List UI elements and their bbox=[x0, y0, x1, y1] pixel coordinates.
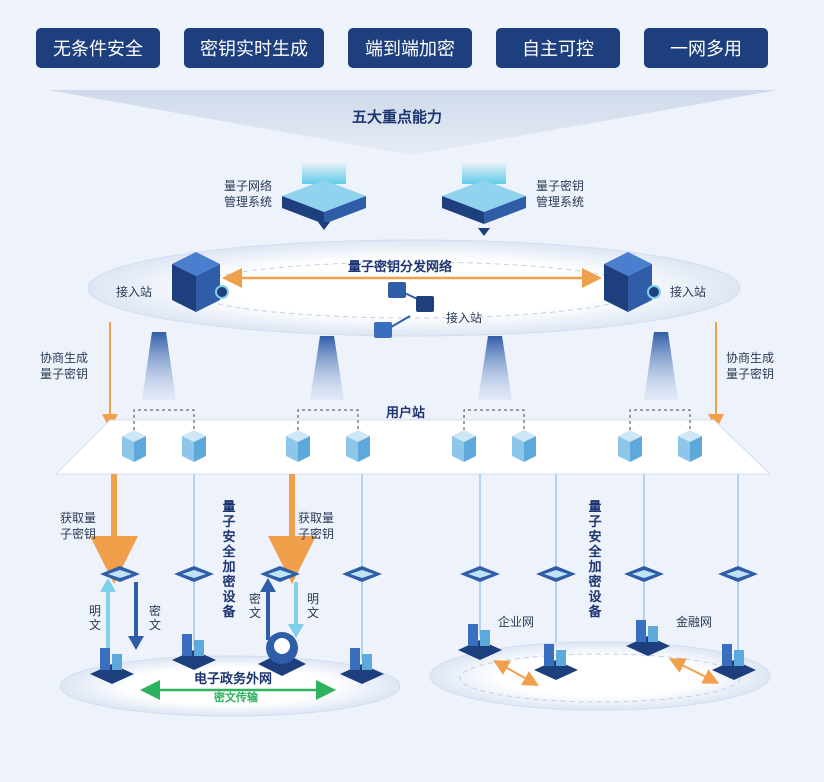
capability-realtime-key: 密钥实时生成 bbox=[184, 28, 324, 68]
user-station-platform bbox=[54, 419, 772, 475]
ciphertext-label-left: 密文 bbox=[148, 604, 161, 632]
network-mgmt-label: 量子网络 管理系统 bbox=[224, 179, 273, 209]
access-station-server-icon-right bbox=[604, 252, 661, 312]
gov-network-label: 电子政务外网 bbox=[194, 672, 273, 687]
building-icons bbox=[90, 620, 756, 684]
user-station-cubes bbox=[122, 430, 702, 462]
plaintext-label-mid: 明文 bbox=[306, 592, 319, 620]
access-station-node-cluster-icon bbox=[374, 282, 434, 338]
distribution-network-ellipse bbox=[87, 239, 741, 337]
plain-cipher-arrows bbox=[100, 578, 304, 650]
user-station-cube-icon bbox=[678, 430, 702, 462]
building-cluster-icon bbox=[340, 648, 384, 684]
key-mgmt-server-icon bbox=[442, 162, 526, 236]
user-station-cube-icon bbox=[512, 430, 536, 462]
encryption-device-icon bbox=[536, 566, 576, 582]
encrypt-device-label-left: 量子安全加密设备 bbox=[222, 500, 236, 620]
acquire-key-label-left: 获取量 子密钥 bbox=[60, 511, 97, 541]
funnel-title: 五大重点能力 bbox=[352, 108, 443, 126]
device-links bbox=[193, 474, 739, 660]
capability-unconditional-security: 无条件安全 bbox=[36, 28, 160, 68]
finance-link-arrow bbox=[668, 658, 720, 684]
encryption-device-icon bbox=[100, 566, 140, 582]
building-cluster-icon bbox=[626, 620, 670, 656]
key-mgmt-label: 量子密钥 管理系统 bbox=[536, 179, 585, 209]
building-cluster-icon bbox=[534, 644, 578, 680]
access-station-server-icon-left bbox=[172, 252, 229, 312]
access-station-label-mid: 接入站 bbox=[446, 311, 483, 325]
encrypt-device-label-right: 量子安全加密设备 bbox=[588, 500, 602, 620]
encryption-device-icon bbox=[174, 566, 214, 582]
building-cluster-icon bbox=[172, 634, 216, 670]
negotiate-label-left: 协商生成 量子密钥 bbox=[40, 351, 89, 381]
access-station-label-right: 接入站 bbox=[670, 285, 707, 299]
negotiate-label-right: 协商生成 量子密钥 bbox=[726, 351, 775, 381]
funnel-shape bbox=[48, 90, 778, 155]
user-station-cube-icon bbox=[452, 430, 476, 462]
distribution-title: 量子密钥分发网络 bbox=[348, 260, 453, 275]
encryption-device-icon bbox=[342, 566, 382, 582]
enterprise-link-arrow bbox=[493, 660, 539, 686]
building-cluster-icon bbox=[458, 624, 502, 660]
capability-multi-use: 一网多用 bbox=[644, 28, 768, 68]
cloud-icon bbox=[258, 632, 306, 676]
user-station-cube-icon bbox=[182, 430, 206, 462]
enterprise-network-label: 企业网 bbox=[498, 615, 535, 629]
user-station-cube-icon bbox=[618, 430, 642, 462]
encryption-device-icon bbox=[460, 566, 500, 582]
connection-beams bbox=[142, 332, 678, 400]
ciphertext-label-mid: 密文 bbox=[248, 592, 261, 620]
capability-self-controlled: 自主可控 bbox=[496, 28, 620, 68]
network-mgmt-server-icon bbox=[282, 162, 366, 230]
user-station-label: 用户站 bbox=[386, 406, 426, 421]
finance-network-label: 金融网 bbox=[676, 615, 713, 629]
encryption-device-icon bbox=[260, 566, 300, 582]
building-cluster-icon bbox=[90, 648, 134, 684]
encryption-device-icon bbox=[624, 566, 664, 582]
plaintext-label-left: 明文 bbox=[88, 604, 101, 632]
acquire-key-label-mid: 获取量 子密钥 bbox=[298, 511, 335, 541]
access-station-label-left: 接入站 bbox=[116, 285, 153, 299]
building-cluster-icon bbox=[712, 644, 756, 680]
capability-end-to-end: 端到端加密 bbox=[348, 28, 472, 68]
user-station-cube-icon bbox=[286, 430, 310, 462]
encryption-device-icons bbox=[100, 566, 758, 582]
encryption-device-icon bbox=[718, 566, 758, 582]
user-station-cube-icon bbox=[122, 430, 146, 462]
cipher-transfer-label: 密文传输 bbox=[214, 691, 258, 704]
user-station-cube-icon bbox=[346, 430, 370, 462]
